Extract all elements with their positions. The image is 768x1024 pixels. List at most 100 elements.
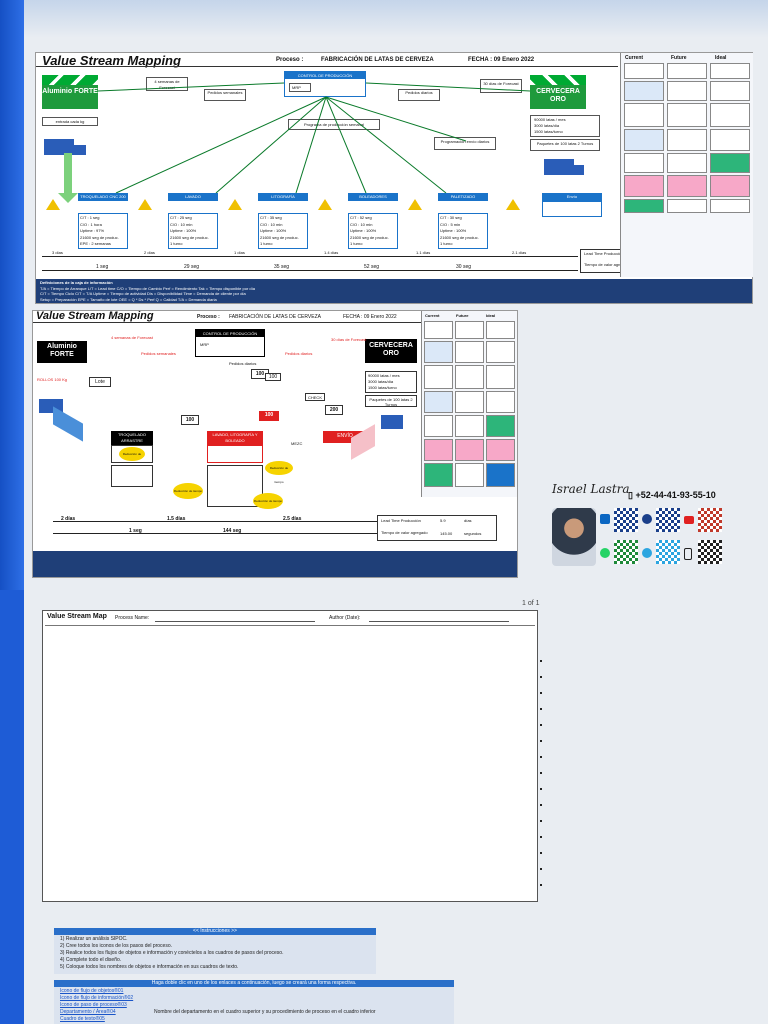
instruction-item: 3) Realice todos los flujos de objetos e… <box>60 950 284 956</box>
qr-code[interactable] <box>698 540 722 564</box>
whatsapp-icon[interactable] <box>600 548 610 558</box>
qr-code[interactable] <box>656 508 680 532</box>
vsm1-process-header: BOLEADORES <box>348 193 398 201</box>
vsm1-data-line: C/O : 10 min <box>260 221 283 227</box>
vsm1-header-rule <box>36 66 618 67</box>
legend-icon <box>424 341 453 363</box>
vsm2-forecast-left: 4 semanas de Forecast <box>111 335 153 340</box>
vsm2-process-lavado: LAVADO, LITOGRAFÍA Y BOLEADO <box>207 431 263 445</box>
vsm2-kanban-qty: 100 <box>268 374 278 380</box>
vsm1-process-name: FABRICACIÓN DE LATAS DE CERVEZA <box>321 57 434 63</box>
legend-icon <box>624 103 664 127</box>
vsm1-process-header: Envío <box>542 193 602 201</box>
vsm1-wait-days: 1 días <box>234 250 245 255</box>
telegram-icon[interactable] <box>642 548 652 558</box>
vsm1-orders-right-text: Pedidos diarios <box>405 90 433 95</box>
template-author-field[interactable] <box>369 621 509 622</box>
contact-card: Israel Lastra ▯ +52-44-41-93-55-10 <box>548 478 758 578</box>
vsm1-customer-truck-cab-icon <box>574 165 584 175</box>
vsm2-supplier-name: Aluminio FORTE <box>47 343 77 358</box>
vsm2-arrow-icon <box>53 406 83 442</box>
vsm1-customer-truck-icon <box>544 159 574 175</box>
vsm2-forecast-right: 30 días de Forecast <box>331 337 367 342</box>
instruction-item: 5) Coloque todos los nombres de objetos … <box>60 964 239 970</box>
vsm2-kaizen-burst-icon: Reducción de tiempo <box>119 447 145 470</box>
shape-link[interactable]: Icono de flujo de objetos®01 <box>60 988 124 994</box>
legend-icon <box>455 463 484 487</box>
legend-icon <box>455 365 484 389</box>
shape-link[interactable]: Icono de flujo de información®02 <box>60 995 134 1001</box>
vsm-future-state-panel: Value Stream Mapping Proceso : FABRICACI… <box>32 310 518 578</box>
vsm2-header-rule <box>33 322 421 323</box>
legend-icon <box>455 321 484 339</box>
vsm2-kanban-card: 100 <box>181 415 199 425</box>
template-canvas[interactable] <box>45 625 535 899</box>
phone-icon[interactable] <box>684 548 692 560</box>
template-process-label: Process Name: <box>115 615 150 621</box>
vsm2-burst-label: Reducción de tiempo <box>173 489 203 493</box>
youtube-icon[interactable] <box>684 516 694 524</box>
vsm2-check-label: CHECK <box>307 395 322 400</box>
legend-icon <box>624 199 664 213</box>
vsm1-supplier-box: Aluminio FORTE <box>42 85 98 109</box>
qr-code[interactable] <box>656 540 680 564</box>
vsm1-cycle-secs: 52 seg <box>364 264 380 270</box>
vsm2-supplier-qty: ROLLOS 100 Kg <box>37 377 68 382</box>
legend-icon <box>424 365 453 389</box>
vsm1-data-line: C/T : 35 seg <box>260 215 282 220</box>
vsm2-wait-days: 1.5 días <box>167 516 186 522</box>
qr-code[interactable] <box>698 508 722 532</box>
vsm2-customer-box: CERVECERA ORO <box>365 339 417 363</box>
vsm1-forecast-left: 4 semanas de Forecast <box>146 77 188 91</box>
vsm2-shipping-box: Paquetes de 100 latas 2 Turnos <box>365 395 417 407</box>
vsm1-customer-name: CERVECERA ORO <box>536 88 580 103</box>
vsm1-footer-row: T/A = Tiempo de Arranque L/T = Lead time… <box>40 285 255 291</box>
instructions-list: 1) Realizar un análisis SIPOC. 2) Cree t… <box>54 935 376 972</box>
linkedin-icon[interactable] <box>600 514 610 524</box>
legend-icon <box>710 103 750 127</box>
links-list: Icono de flujo de objetos®01 Icono de fl… <box>54 987 454 1024</box>
vsm1-supplier-truck-cab-icon <box>74 145 86 155</box>
template-title: Value Stream Map <box>47 613 107 620</box>
shape-link[interactable]: Cuadro de texto®05 <box>60 1016 105 1022</box>
vsm1-footer-row: C/T = Tiempo Ciclo C/T = T/A Uptime = Ti… <box>40 291 246 296</box>
vsm1-data-line: C/T : 30 seg <box>440 215 462 220</box>
legend-icon <box>667 81 707 101</box>
qr-code[interactable] <box>614 540 638 564</box>
legend-icon <box>667 153 707 173</box>
vsm2-lead-time-unit: días <box>464 518 472 523</box>
qr-code[interactable] <box>614 508 638 532</box>
vsm2-daily: Pedidos diarios <box>229 361 257 366</box>
vsm1-data-line: 21600 seg de produc. <box>80 234 119 240</box>
instructions-panel: << Instrucciones >> 1) Realizar un análi… <box>54 928 376 974</box>
template-process-field[interactable] <box>155 621 315 622</box>
vsm2-supplier-box: Aluminio FORTE <box>37 341 87 363</box>
vsm2-lead-time-box: Lead Time Producción 5.9 días Tiempo de … <box>377 515 497 541</box>
shape-link[interactable]: Icono de paso de proceso®03 <box>60 1002 127 1008</box>
vsm1-inventory-icon <box>408 199 422 210</box>
shape-link[interactable]: Departamento / Área®04 <box>60 1009 116 1015</box>
vsm2-lead-time-value: 5.9 <box>440 518 446 523</box>
vsm1-production-control: CONTROL DE PRODUCCIÓN MRP <box>284 71 366 97</box>
vsm1-forecast-left-text: 4 semanas de Forecast <box>154 79 180 90</box>
vsm1-data-line: Uptime : 100% <box>440 228 467 233</box>
vsm1-cycle-secs: 1 seg <box>96 264 109 270</box>
vsm2-va-value: 145.00 <box>440 531 453 536</box>
vsm2-check-box: CHECK <box>305 393 325 401</box>
vsm1-wait-days: 1.4 días <box>324 250 339 255</box>
vsm1-inventory-icon <box>228 199 242 210</box>
vsm1-customer-roof <box>530 75 586 85</box>
legend-icon <box>486 365 515 389</box>
vsm2-kanban-qty: 100 <box>255 371 265 377</box>
instructions-header: << Instrucciones >> <box>54 928 376 935</box>
vsm1-date: FECHA : 09 Enero 2022 <box>468 57 535 63</box>
vsm1-timeline-bottom <box>42 270 578 271</box>
vsm1-supplier-roof <box>42 75 98 85</box>
vsm2-footer <box>33 551 517 577</box>
legend-icon <box>710 129 750 151</box>
vsm2-lote-box: Lote <box>89 377 111 387</box>
verified-icon[interactable] <box>642 514 652 524</box>
template-author-label: Author (Date): <box>329 615 361 621</box>
vsm1-schedule-right-text: Programación envío diarios <box>440 139 490 144</box>
vsm1-supplier-qty-text: entrada cada kg <box>55 119 85 124</box>
